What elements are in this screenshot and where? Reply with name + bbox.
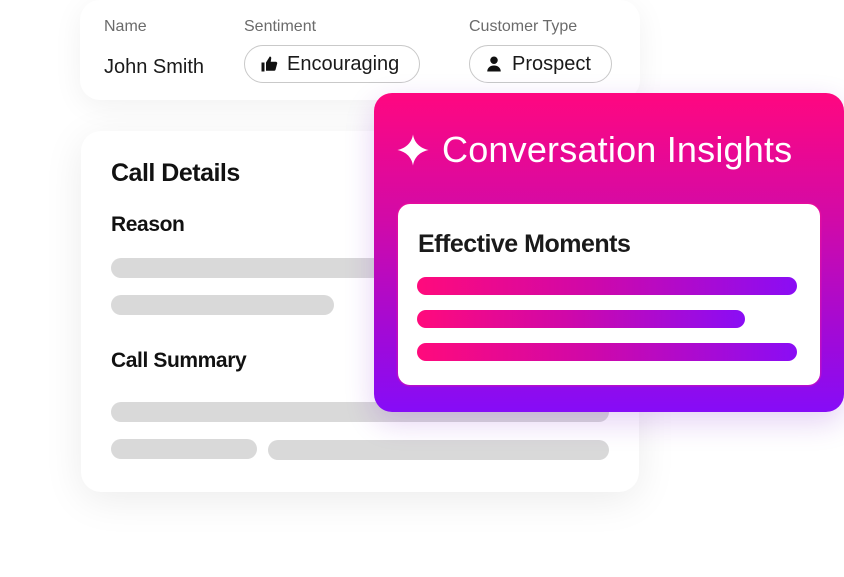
sentiment-badge[interactable]: Encouraging xyxy=(244,45,421,83)
effective-moments-title: Effective Moments xyxy=(418,230,631,258)
call-details-title: Call Details xyxy=(111,159,240,187)
summary-placeholder-line-2a xyxy=(111,439,257,459)
customer-type-value: Prospect xyxy=(512,52,591,75)
sparkle-icon xyxy=(396,133,430,167)
insights-title: Conversation Insights xyxy=(442,129,793,170)
customer-type-field: Customer Type Prospect xyxy=(469,18,612,83)
conversation-insights-panel: Conversation Insights Effective Moments xyxy=(374,93,844,412)
reason-placeholder-line-2 xyxy=(111,295,334,315)
customer-type-label: Customer Type xyxy=(469,18,578,35)
customer-type-badge[interactable]: Prospect xyxy=(469,45,612,83)
person-icon xyxy=(485,55,503,73)
moment-bar-3 xyxy=(417,343,797,361)
name-value: John Smith xyxy=(104,56,205,78)
effective-moments-card: Effective Moments xyxy=(398,204,820,385)
reason-heading: Reason xyxy=(111,213,185,236)
sentiment-label: Sentiment xyxy=(244,18,317,35)
insights-header: Conversation Insights xyxy=(396,129,792,171)
summary-placeholder-line-2b xyxy=(268,440,609,460)
moment-bar-1 xyxy=(417,277,797,295)
name-field: Name John Smith xyxy=(104,18,204,86)
sentiment-field: Sentiment Encouraging xyxy=(244,18,421,83)
thumbs-up-icon xyxy=(260,55,278,73)
sentiment-value: Encouraging xyxy=(287,52,400,75)
name-label: Name xyxy=(104,18,147,35)
reason-placeholder-line-1 xyxy=(111,258,411,278)
summary-heading: Call Summary xyxy=(111,349,247,372)
contact-summary-card: Name John Smith Sentiment Encouraging Cu… xyxy=(80,0,640,100)
moment-bar-2 xyxy=(417,310,745,328)
